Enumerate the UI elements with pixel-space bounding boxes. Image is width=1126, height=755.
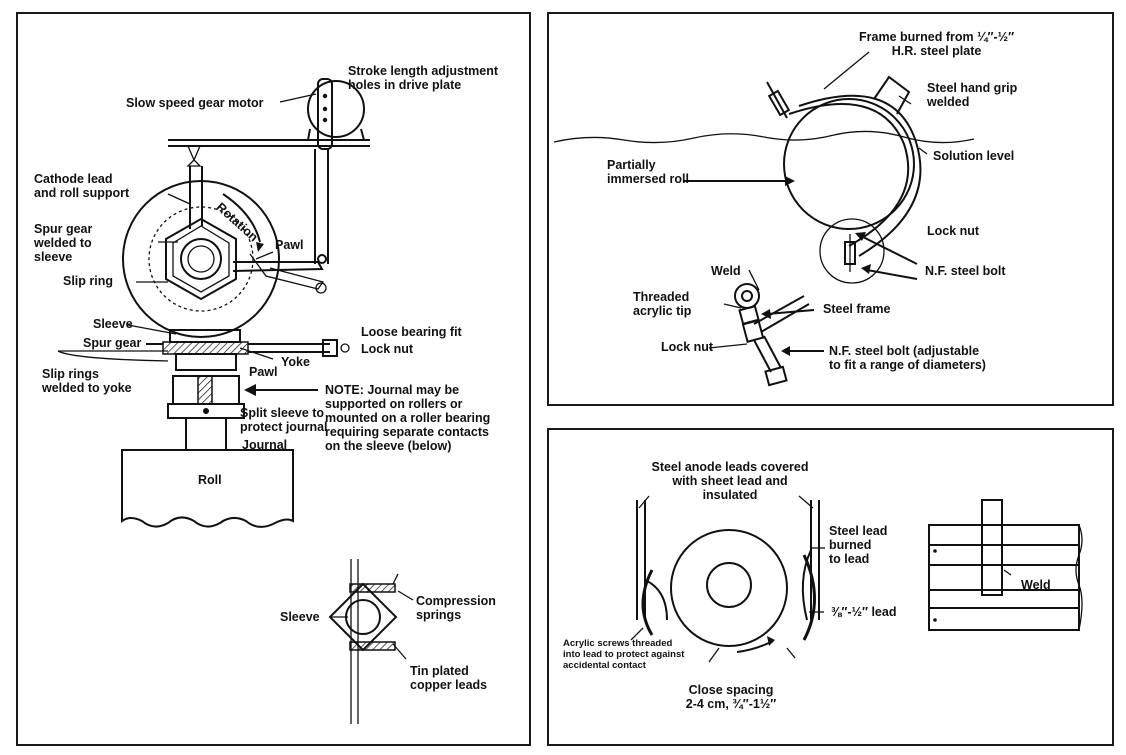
label-nf-bolt-adjust-l1: N.F. steel bolt (adjustable — [829, 344, 980, 358]
label-close-spacing: Close spacing 2-4 cm, ¾″-1½″ — [671, 683, 791, 711]
label-inset-sleeve: Sleeve — [280, 610, 320, 624]
label-lock-nut: Lock nut — [361, 342, 414, 356]
label-cathode-lead: Cathode lead and roll support — [34, 172, 129, 200]
panel-ratchet-drive: Slow speed gear motor Stroke length adju… — [16, 12, 531, 746]
label-steel-lead-l1: Steel lead — [829, 524, 888, 538]
label-pawl-upper: Pawl — [275, 238, 304, 252]
label-tin-plated-l1: Tin plated — [410, 664, 469, 678]
label-compression-l2: springs — [416, 608, 462, 622]
label-hand-grip-l1: Steel hand grip — [927, 81, 1018, 95]
label-frame-burned: Frame burned from ¼″-½″ H.R. steel plate — [859, 30, 1014, 58]
label-note-l1: NOTE: Journal may be — [325, 383, 460, 397]
label-anode-l2: with sheet lead and — [672, 474, 788, 488]
anode-leads-drawing — [630, 495, 1083, 663]
label-stroke-length: Stroke length adjustment holes in drive … — [348, 64, 498, 92]
label-spur-gear-welded-l1: Spur gear — [34, 222, 93, 236]
label-slip-rings-l2: welded to yoke — [42, 381, 132, 395]
label-steel-frame: Steel frame — [823, 302, 891, 316]
label-hand-grip: Steel hand grip welded — [927, 81, 1017, 109]
label-roll: Roll — [198, 473, 222, 487]
label-steel-lead-l2: burned — [829, 538, 872, 552]
label-weld-block: Weld — [1021, 578, 1051, 592]
panel-roll-holder: Frame burned from ¼″-½″ H.R. steel plate… — [547, 12, 1114, 406]
label-nf-steel-bolt: N.F. steel bolt — [925, 264, 1006, 278]
anode-roll — [670, 529, 788, 647]
label-note-l3: mounted on a roller bearing — [325, 411, 491, 425]
drive-plate — [317, 78, 333, 150]
label-acrylic-l1: Acrylic screws threaded — [563, 638, 673, 649]
label-stroke-length-l1: Stroke length adjustment — [348, 64, 499, 78]
roll-body — [121, 449, 294, 528]
label-hand-grip-l2: welded — [927, 95, 970, 109]
label-anode-l1: Steel anode leads covered — [651, 460, 809, 474]
label-split-sleeve-l2: protect journal — [240, 420, 328, 434]
label-threaded-acrylic-tip: Threaded acrylic tip — [633, 290, 691, 318]
label-threaded-l2: acrylic tip — [633, 304, 692, 318]
lead-block-detail — [928, 524, 1080, 631]
label-note: NOTE: Journal may be supported on roller… — [325, 383, 490, 453]
roll-holder-drawing — [553, 51, 975, 387]
label-spur-gear-welded-l2: welded to — [34, 236, 92, 250]
solution-level-line — [553, 130, 975, 144]
label-tin-plated-l2: copper leads — [410, 678, 488, 692]
label-pawl-lower: Pawl — [249, 365, 278, 379]
label-compression-l1: Compression — [416, 594, 496, 608]
label-note-l4: requiring separate contacts — [325, 425, 489, 439]
label-acrylic-screws: Acrylic screws threaded into lead to pro… — [563, 638, 684, 671]
label-close-spacing-l1: Close spacing — [688, 683, 774, 697]
label-loose-bearing-fit: Loose bearing fit — [361, 325, 462, 339]
label-slip-rings-l1: Slip rings — [42, 367, 99, 381]
label-split-sleeve: Split sleeve to protect journal — [240, 406, 328, 434]
label-cathode-lead-l1: Cathode lead — [34, 172, 113, 186]
label-frame-burned-l2: H.R. steel plate — [891, 44, 982, 58]
label-nf-bolt-adjustable: N.F. steel bolt (adjustable to fit a ran… — [829, 344, 986, 372]
label-slow-speed-gear-motor: Slow speed gear motor — [126, 96, 264, 110]
label-spur-gear: Spur gear — [83, 336, 142, 350]
label-slip-ring: Slip ring — [63, 274, 113, 288]
panel-anode-leads: Steel anode leads covered with sheet lea… — [547, 428, 1114, 746]
label-note-l5: on the sleeve (below) — [325, 439, 452, 453]
label-cathode-lead-l2: and roll support — [34, 186, 130, 200]
label-slip-rings: Slip rings welded to yoke — [42, 367, 132, 395]
label-acrylic-l2: into lead to protect against — [563, 649, 685, 660]
label-steel-lead-burned: Steel lead burned to lead — [829, 524, 887, 566]
label-frame-burned-l1: Frame burned from ¼″-½″ — [859, 30, 1015, 44]
label-compression-springs: Compression springs — [416, 594, 496, 622]
label-lead-thickness: ⅜″-½″ lead — [831, 605, 897, 619]
label-stroke-length-l2: holes in drive plate — [348, 78, 462, 92]
spur-gear-body — [162, 341, 249, 355]
label-threaded-l1: Threaded — [633, 290, 690, 304]
label-partially-l1: Partially — [607, 158, 656, 172]
label-yoke: Yoke — [281, 355, 310, 369]
journal-shaft — [185, 417, 227, 451]
label-solution-level: Solution level — [933, 149, 1015, 163]
label-steel-lead-l3: to lead — [829, 552, 870, 566]
label-nf-bolt-adjust-l2: to fit a range of diameters) — [829, 358, 986, 372]
label-weld: Weld — [711, 264, 741, 278]
label-spur-gear-welded: Spur gear welded to sleeve — [34, 222, 92, 264]
ratchet-disc — [122, 180, 280, 338]
immersed-roll — [783, 98, 915, 230]
label-acrylic-l3: accidental contact — [563, 660, 646, 671]
detail-callout-circle — [819, 218, 885, 284]
label-lock-nut-lower: Lock nut — [661, 340, 714, 354]
label-spur-gear-welded-l3: sleeve — [34, 250, 73, 264]
label-lock-nut-upper: Lock nut — [927, 224, 980, 238]
label-split-sleeve-l1: Split sleeve to — [240, 406, 325, 420]
ratchet-drive-drawing — [57, 78, 414, 724]
label-note-l2: supported on rollers or — [325, 397, 463, 411]
label-anode-leads: Steel anode leads covered with sheet lea… — [645, 460, 815, 502]
label-partially-immersed: Partially immersed roll — [607, 158, 689, 186]
label-journal: Journal — [242, 438, 288, 452]
label-close-spacing-l2: 2-4 cm, ¾″-1½″ — [685, 697, 777, 711]
label-tin-plated: Tin plated copper leads — [410, 664, 487, 692]
label-sleeve: Sleeve — [93, 317, 133, 331]
label-anode-l3: insulated — [702, 488, 758, 502]
gear-motor — [307, 80, 365, 138]
label-partially-l2: immersed roll — [607, 172, 689, 186]
